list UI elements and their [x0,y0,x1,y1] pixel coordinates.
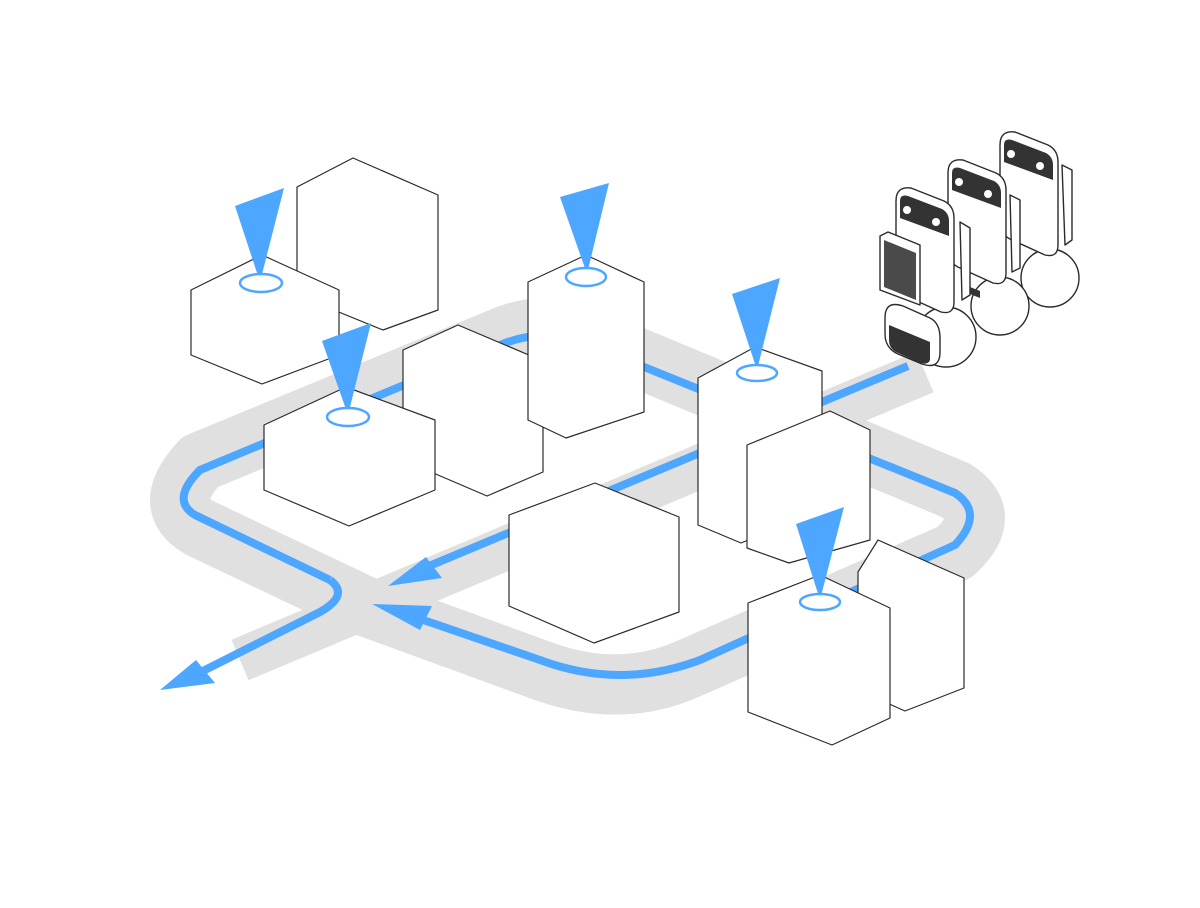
route-exit-line [193,576,342,679]
route-robot-line [408,362,910,578]
delivery-robot-icon [879,187,977,368]
buildings [190,157,965,746]
robots [879,131,1080,368]
route-loop-line [179,331,974,679]
arrowhead-icon [372,604,432,630]
arrowhead-icon [388,557,442,586]
location-pin-icon [560,183,609,288]
location-pin-icon [235,188,284,294]
arrowhead-icon [160,660,215,690]
route [160,331,974,690]
location-markers [235,183,844,612]
location-pin-icon [322,323,371,428]
building [508,482,680,644]
location-pin-icon [796,507,844,612]
location-pin-icon [732,278,780,383]
